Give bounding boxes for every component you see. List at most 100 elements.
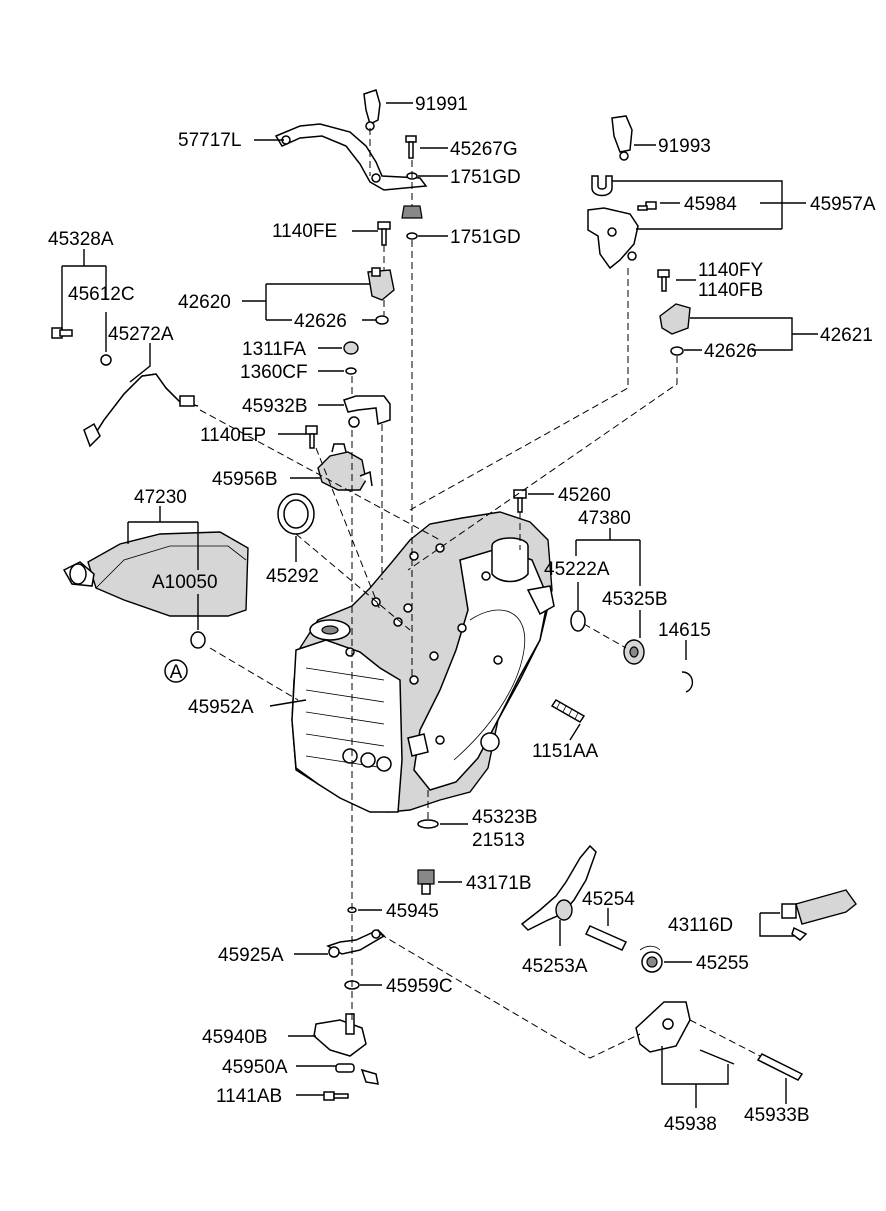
label-1360cf: 1360CF (240, 362, 308, 383)
pin-45933b (756, 1053, 804, 1081)
label-45950a: 45950A (222, 1057, 288, 1078)
label-45932b: 45932B (242, 396, 308, 417)
clip-91993 (611, 115, 633, 161)
switch-45956b (317, 443, 373, 491)
label-1140fy: 1140FY (698, 260, 763, 281)
label-45956b: 45956B (212, 469, 278, 490)
label-42626-left: 42626 (294, 311, 347, 332)
filter-47230 (62, 531, 249, 617)
sensor-42621 (659, 303, 691, 335)
label-43171b: 43171B (466, 873, 532, 894)
washer-45323b (417, 819, 439, 829)
tube-45272a (83, 373, 199, 448)
label-91993: 91993 (658, 136, 711, 157)
label-45260: 45260 (558, 485, 611, 506)
sealant-tube-43116d (781, 889, 857, 941)
oring-45222a (570, 610, 586, 632)
bolt-45267g (405, 135, 417, 159)
bolt-1141ab (323, 1091, 349, 1101)
oring-1360cf (345, 367, 357, 375)
label-14615: 14615 (658, 620, 711, 641)
label-45272a: 45272A (108, 324, 174, 345)
oring-42626-left (375, 315, 389, 325)
fork-45253a (520, 844, 597, 931)
label-45255: 45255 (696, 953, 749, 974)
label-45957a: 45957A (810, 194, 876, 215)
alignment-lines (199, 128, 761, 1059)
view-marker-label: A (170, 662, 183, 683)
lever-45925a (326, 929, 386, 958)
bolt-45260 (513, 489, 527, 513)
label-45945: 45945 (386, 901, 439, 922)
oring-a10050 (190, 631, 206, 649)
bolt-1140ep (305, 425, 318, 449)
pin-thin (699, 1049, 735, 1065)
label-45254: 45254 (582, 889, 635, 910)
label-1140ep: 1140EP (200, 425, 266, 446)
snap-ring-14615 (681, 671, 693, 693)
washer-1751gd-lower (406, 232, 418, 240)
label-45612c: 45612C (68, 284, 135, 305)
label-45325b: 45325B (602, 589, 668, 610)
sensor-42620 (367, 267, 395, 301)
bolt-1140fe (377, 221, 391, 246)
label-1140fb: 1140FB (698, 280, 763, 301)
label-42620: 42620 (178, 292, 231, 313)
label-45940b: 45940B (202, 1027, 268, 1048)
grommet (401, 205, 423, 219)
label-45952a: 45952A (188, 697, 254, 718)
bolt-45984 (637, 201, 657, 211)
label-45959c: 45959C (386, 976, 453, 997)
cap-1311fa (343, 341, 359, 355)
bolt-45328a (51, 327, 73, 339)
plate-45940b (313, 1013, 367, 1057)
label-45267g: 45267G (450, 139, 518, 160)
label-45292: 45292 (266, 566, 319, 587)
label-47380: 47380 (578, 508, 631, 529)
label-45323b: 45323B (472, 807, 538, 828)
label-45328a: 45328A (48, 229, 114, 250)
label-45984: 45984 (684, 194, 737, 215)
bushing-45950a (335, 1063, 355, 1073)
clamp-u (591, 175, 613, 197)
callout-labels: 91991 57717L 45267G 1751GD 1140FE 1751GD… (48, 94, 876, 1135)
lever-45932b (343, 395, 391, 428)
label-45253a: 45253A (522, 956, 588, 977)
label-1751gd-lower: 1751GD (450, 227, 521, 248)
transaxle-case (291, 511, 555, 813)
seal-45292 (277, 493, 315, 535)
label-45925a: 45925A (218, 945, 284, 966)
seal-45325b (623, 639, 645, 665)
stud-1151aa (550, 699, 586, 723)
label-a10050: A10050 (152, 572, 218, 593)
label-1141ab: 1141AB (216, 1086, 282, 1107)
bolt-1140fy (657, 269, 670, 292)
label-45222a: 45222A (544, 559, 610, 580)
link-small (360, 1068, 379, 1085)
label-91991: 91991 (415, 94, 468, 115)
label-1151aa: 1151AA (532, 741, 599, 762)
label-1140fe: 1140FE (272, 221, 337, 242)
oring-45612c (100, 354, 112, 366)
label-42626-right: 42626 (704, 341, 757, 362)
label-42621: 42621 (820, 325, 873, 346)
bracket-45938 (635, 1001, 691, 1053)
label-57717l: 57717L (178, 130, 241, 151)
bracket-57717l (274, 123, 428, 191)
label-1751gd-upper: 1751GD (450, 167, 521, 188)
shaft-45254 (584, 925, 628, 951)
plug-43171b (417, 869, 435, 895)
bracket-45957a (587, 207, 639, 270)
label-45933b: 45933B (744, 1105, 810, 1126)
label-21513: 21513 (472, 830, 525, 851)
label-45938: 45938 (664, 1114, 717, 1135)
label-1311fa: 1311FA (242, 339, 306, 360)
label-47230: 47230 (134, 487, 187, 508)
leader-lines (61, 102, 818, 1108)
label-43116d: 43116D (668, 915, 733, 936)
oring-42626-right (670, 346, 684, 356)
bushing-45255 (639, 945, 663, 973)
clip-91991 (363, 89, 381, 131)
view-marker-circle (164, 659, 188, 683)
